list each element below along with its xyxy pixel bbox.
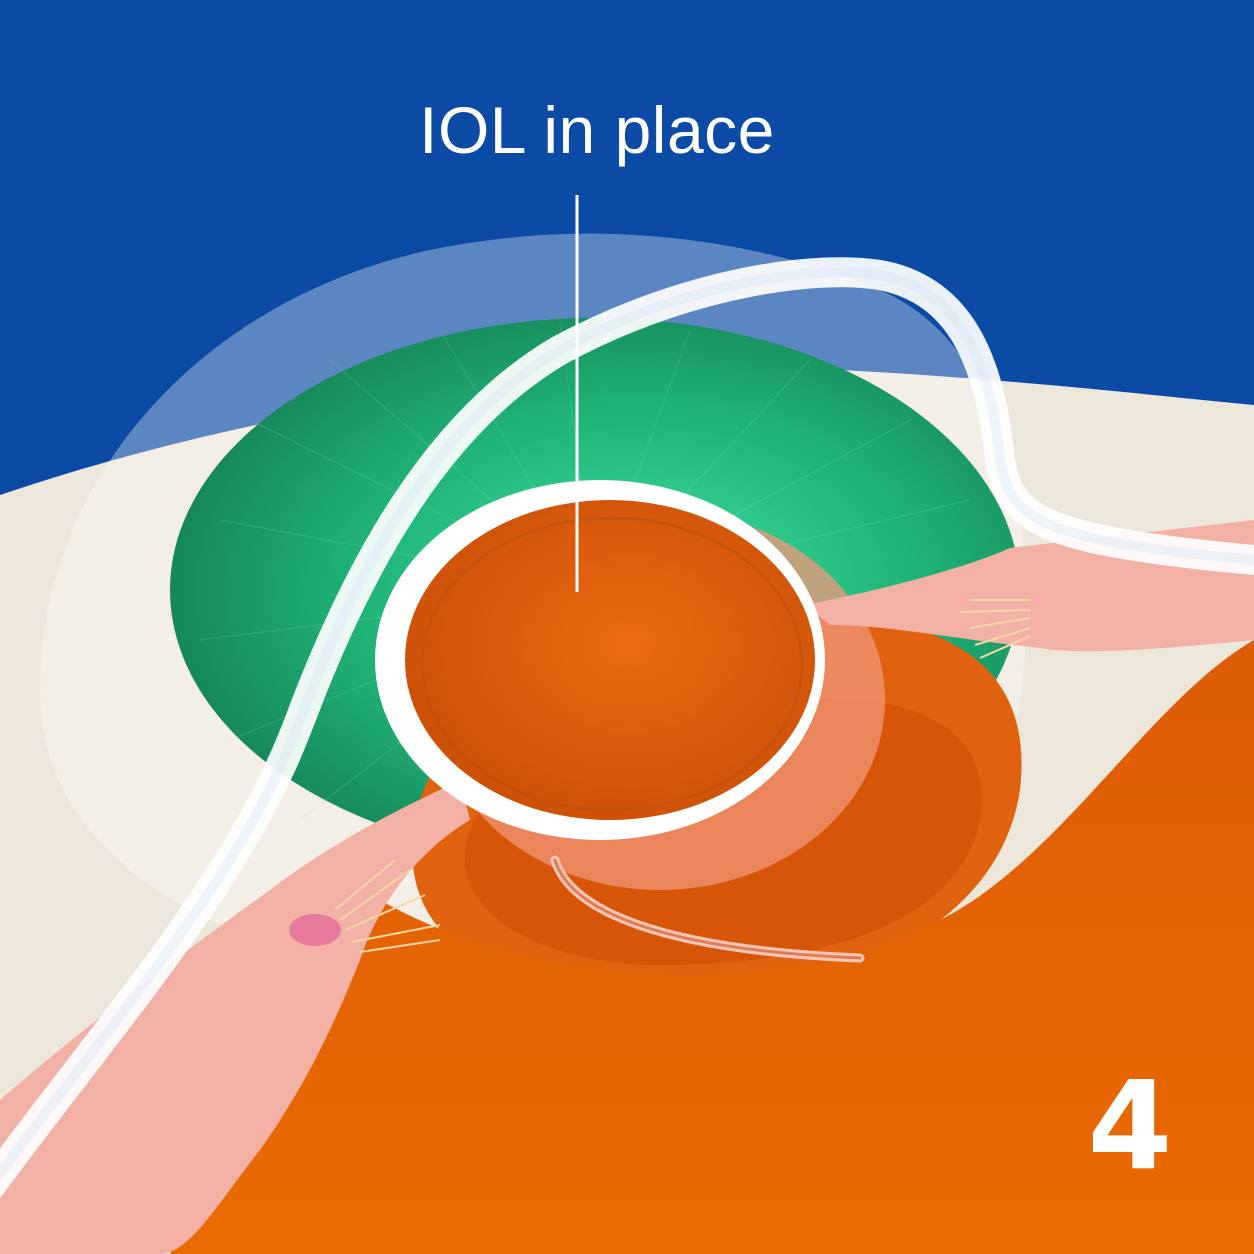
eyelid-left — [0, 780, 470, 1254]
lashes-right — [959, 599, 1031, 659]
tear-caruncle — [289, 914, 341, 946]
iol-optic — [405, 500, 815, 820]
lashes-left — [334, 859, 441, 953]
iol-optic-edge — [420, 516, 804, 812]
step-number: 4 — [1087, 1055, 1173, 1197]
vitreous-body — [170, 640, 1254, 1254]
cornea-arc — [0, 257, 1254, 1199]
iol-in-place-label: IOL in place — [419, 93, 775, 167]
